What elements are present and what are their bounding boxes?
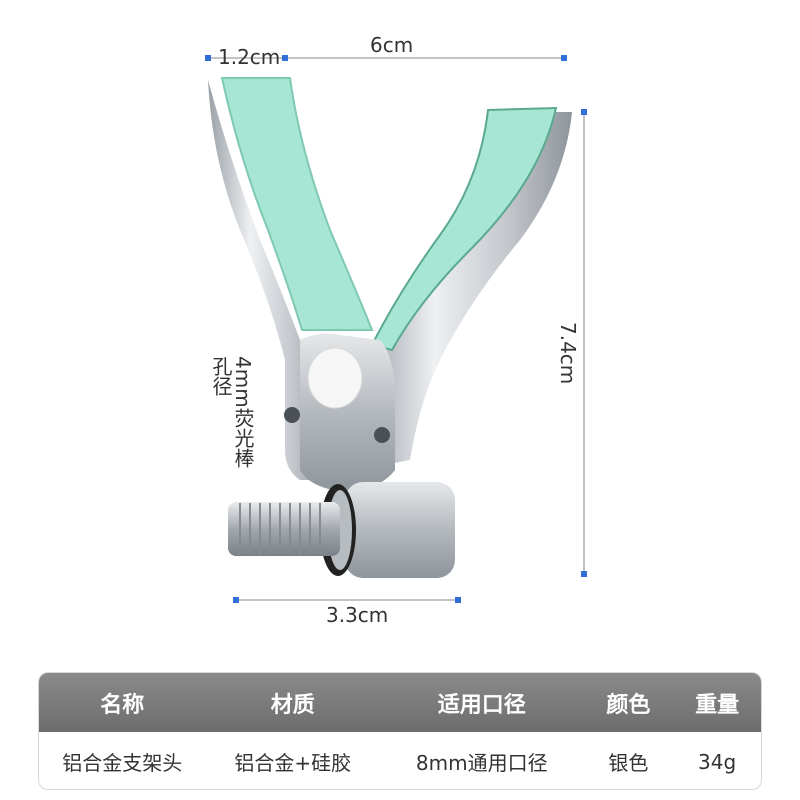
threaded-screw [228, 502, 340, 556]
dimension-lines [208, 57, 585, 601]
right-silicone-pad [370, 106, 558, 352]
header-material: 材质 [270, 692, 315, 718]
hole-diameter-label: 4mm荧光棒孔径 [209, 356, 255, 468]
table-row: 铝合金支架头 铝合金+硅胶 8mm通用口径 银色 34g [39, 732, 761, 789]
dim-height: 7.4cm [556, 322, 580, 385]
glow-stick-ball [307, 347, 363, 409]
dim-bottom: 3.3cm [326, 603, 389, 627]
right-arm [360, 112, 572, 470]
dimension-markers [205, 55, 587, 603]
dim-top-total: 6cm [370, 33, 414, 57]
value-material: 铝合金+硅胶 [234, 751, 352, 775]
left-silicone-pad [220, 77, 374, 331]
left-arm [208, 80, 330, 480]
value-color: 银色 [608, 751, 649, 775]
value-weight: 34g [698, 749, 737, 774]
spec-table: 名称 材质 适用口径 颜色 重量 铝合金支架头 铝合金+硅胶 8mm通用口径 银… [38, 672, 762, 790]
header-diameter: 适用口径 [437, 692, 526, 718]
header-weight: 重量 [695, 692, 740, 718]
value-name: 铝合金支架头 [62, 751, 183, 775]
value-diameter: 8mm通用口径 [415, 751, 548, 775]
dim-top-small: 1.2cm [218, 45, 281, 69]
table-header-row: 名称 材质 适用口径 颜色 重量 [39, 673, 761, 732]
header-name: 名称 [100, 692, 145, 718]
right-hole [374, 427, 390, 443]
base-cylinder [345, 482, 455, 578]
header-color: 颜色 [606, 692, 651, 718]
left-hole [284, 407, 300, 423]
